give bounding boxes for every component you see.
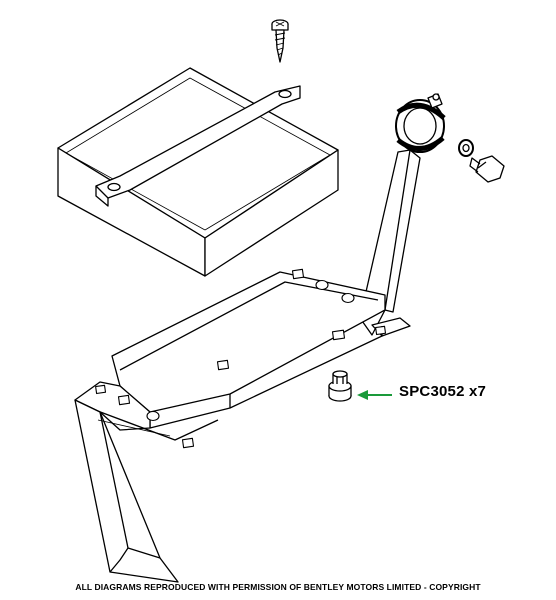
part-number: SPC3052 (399, 383, 465, 400)
part-number-label: SPC3052 x7 (399, 383, 486, 400)
part-quantity: x7 (469, 383, 487, 400)
callout-arrow (357, 390, 392, 400)
support-bracket-arm (359, 149, 421, 336)
hex-bolt (469, 155, 505, 183)
hose-clamp (395, 93, 446, 153)
self-tapping-screw (271, 19, 289, 63)
tray-holes (95, 268, 387, 449)
strap-slot-left (107, 182, 121, 192)
push-clip (328, 370, 352, 402)
module-strap (95, 85, 301, 207)
washer (458, 139, 474, 157)
control-module (57, 67, 339, 277)
mounting-tray (74, 271, 411, 583)
copyright-footer: ALL DIAGRAMS REPRODUCED WITH PERMISSION … (75, 582, 481, 592)
strap-slot-right (278, 89, 292, 99)
